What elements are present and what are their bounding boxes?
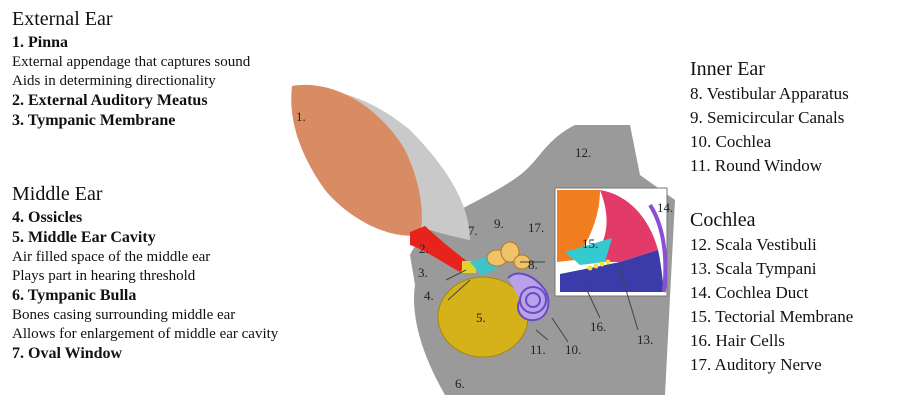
label-16: 16. xyxy=(590,319,606,334)
bulla-title: 6. Tympanic Bulla xyxy=(12,286,278,306)
label-6: 6. xyxy=(455,376,465,391)
meatus-title: 2. External Auditory Meatus xyxy=(12,91,250,111)
label-12: 12. xyxy=(575,145,591,160)
label-5: 5. xyxy=(476,310,486,325)
cochlea-item: 17. Auditory Nerve xyxy=(690,353,853,377)
oval-window-title: 7. Oval Window xyxy=(12,344,278,364)
bulla-desc-2: Allows for enlargement of middle ear cav… xyxy=(12,325,278,344)
label-1: 1. xyxy=(296,109,306,124)
external-ear-heading: External Ear xyxy=(12,8,250,31)
inner-ear-item: 9. Semicircular Canals xyxy=(690,106,849,130)
pinna-shape xyxy=(291,85,422,236)
inner-ear-item: 8. Vestibular Apparatus xyxy=(690,82,849,106)
label-14: 14. xyxy=(657,200,673,215)
pinna-desc-1: External appendage that captures sound xyxy=(12,53,250,72)
inner-ear-item: 10. Cochlea xyxy=(690,130,849,154)
label-11: 11. xyxy=(530,342,546,357)
label-8: 8. xyxy=(528,257,538,272)
label-10: 10. xyxy=(565,342,581,357)
cochlea-inset xyxy=(555,188,667,296)
ossicles-title: 4. Ossicles xyxy=(12,208,278,228)
label-17: 17. xyxy=(528,220,544,235)
pinna-desc-2: Aids in determining directionality xyxy=(12,72,250,91)
cochlea-heading: Cochlea xyxy=(690,207,853,233)
cochlea-item: 12. Scala Vestibuli xyxy=(690,233,853,257)
cochlea-item: 15. Tectorial Membrane xyxy=(690,305,853,329)
cochlea-item: 13. Scala Tympani xyxy=(690,257,853,281)
cavity-title: 5. Middle Ear Cavity xyxy=(12,228,278,248)
label-2: 2. xyxy=(419,241,429,256)
inner-ear-item: 11. Round Window xyxy=(690,154,849,178)
label-4: 4. xyxy=(424,288,434,303)
cochlea-item: 16. Hair Cells xyxy=(690,329,853,353)
label-3: 3. xyxy=(418,265,428,280)
pinna-title: 1. Pinna xyxy=(12,33,250,53)
middle-ear-section: Middle Ear 4. Ossicles 5. Middle Ear Cav… xyxy=(12,183,278,364)
cavity-desc-1: Air filled space of the middle ear xyxy=(12,248,278,267)
cochlea-section: Cochlea 12. Scala Vestibuli 13. Scala Ty… xyxy=(690,207,853,377)
inner-ear-heading: Inner Ear xyxy=(690,56,849,82)
cochlea-item: 14. Cochlea Duct xyxy=(690,281,853,305)
middle-ear-heading: Middle Ear xyxy=(12,183,278,206)
label-7: 7. xyxy=(468,223,478,238)
inner-ear-section: Inner Ear 8. Vestibular Apparatus 9. Sem… xyxy=(690,56,849,178)
label-15: 15. xyxy=(582,236,598,251)
label-13: 13. xyxy=(637,332,653,347)
tympanic-membrane-title: 3. Tympanic Membrane xyxy=(12,111,250,131)
cavity-desc-2: Plays part in hearing threshold xyxy=(12,267,278,286)
label-9: 9. xyxy=(494,216,504,231)
bulla-desc-1: Bones casing surrounding middle ear xyxy=(12,306,278,325)
external-ear-section: External Ear 1. Pinna External appendage… xyxy=(12,8,250,131)
